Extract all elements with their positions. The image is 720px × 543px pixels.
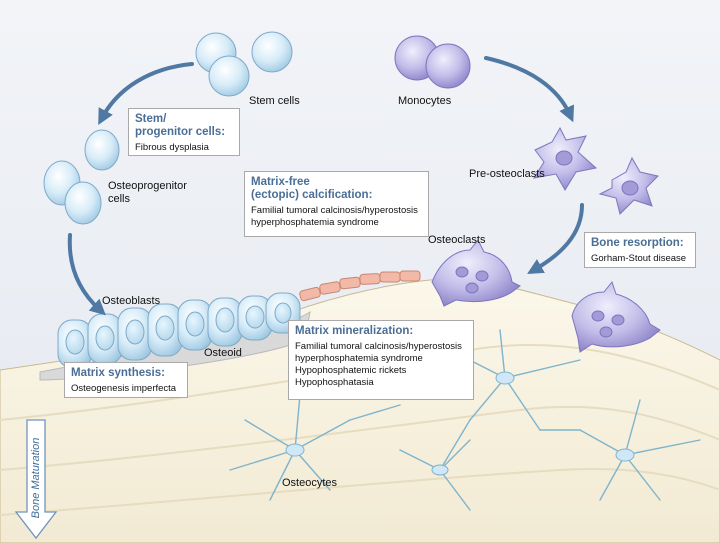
differentiation-arrows [67,56,584,316]
osteoblasts-label: Osteoblasts [102,295,161,307]
stem-progenitor-item: Fibrous dysplasia [135,142,209,153]
osteoid-label: Osteoid [204,347,242,359]
ectopic-calcification-title: Matrix-free (ectopic) calcification: [251,176,373,201]
arrow-preosteoclast-to-osteoclast [527,203,584,274]
bone-lining-cells [299,270,421,302]
matrix-mineralization-title: Matrix mineralization: [295,325,414,337]
monocyte-cluster [394,35,471,89]
stem-progenitor-box: Stem/ progenitor cells: Fibrous dysplasi… [128,108,240,156]
osteoprogenitor-cells-label: Osteoprogenitor cells [108,180,187,205]
ectopic-calcification-item: Familial tumoral calcinosis/hyperostosis… [251,205,418,228]
matrix-synthesis-box: Matrix synthesis: Osteogenesis imperfect… [64,362,188,398]
osteoclast-cells [431,239,661,353]
matrix-synthesis-title: Matrix synthesis: [71,367,165,379]
osteoclasts-label: Osteoclasts [428,234,486,246]
matrix-mineralization-item: Familial tumoral calcinosis/hyperostosis… [295,341,462,364]
stem-cells-label: Stem cells [249,95,300,107]
bone-layer-line [0,405,720,471]
bone-maturation-arrow [14,419,58,540]
matrix-synthesis-item: Osteogenesis imperfecta [71,383,177,394]
stem-cell-cluster [195,31,293,97]
bone-maturation-label: Bone Maturation [30,437,42,519]
bone-layer-line [0,468,720,516]
pre-osteoclasts-label: Pre-osteoclasts [469,168,545,180]
bone-resorption-title: Bone resorption: [591,237,684,249]
arrow-monocyte-to-preosteoclast [484,56,575,123]
arrow-stem-to-progenitor [98,62,194,126]
pre-osteoclast-cells [532,126,659,215]
osteocytes-label: Osteocytes [282,477,338,489]
osteocyte-cells [285,371,635,476]
bone-resorption-box: Bone resorption: Gorham-Stout disease [584,232,696,268]
monocytes-label: Monocytes [398,95,452,107]
osteoprogenitor-cell-cluster [43,129,120,225]
stem-progenitor-title: Stem/ progenitor cells: [135,113,226,138]
matrix-mineralization-item: Hypophosphatasia [295,377,374,388]
matrix-mineralization-item: Hypophosphatemic rickets [295,365,407,376]
arrow-progenitor-to-osteoblast [67,233,106,316]
osteoblast-cells [57,292,301,369]
ectopic-calcification-box: Matrix-free (ectopic) calcification: Fam… [244,171,429,237]
bone-resorption-item: Gorham-Stout disease [591,253,687,264]
matrix-mineralization-box: Matrix mineralization: Familial tumoral … [288,320,474,400]
